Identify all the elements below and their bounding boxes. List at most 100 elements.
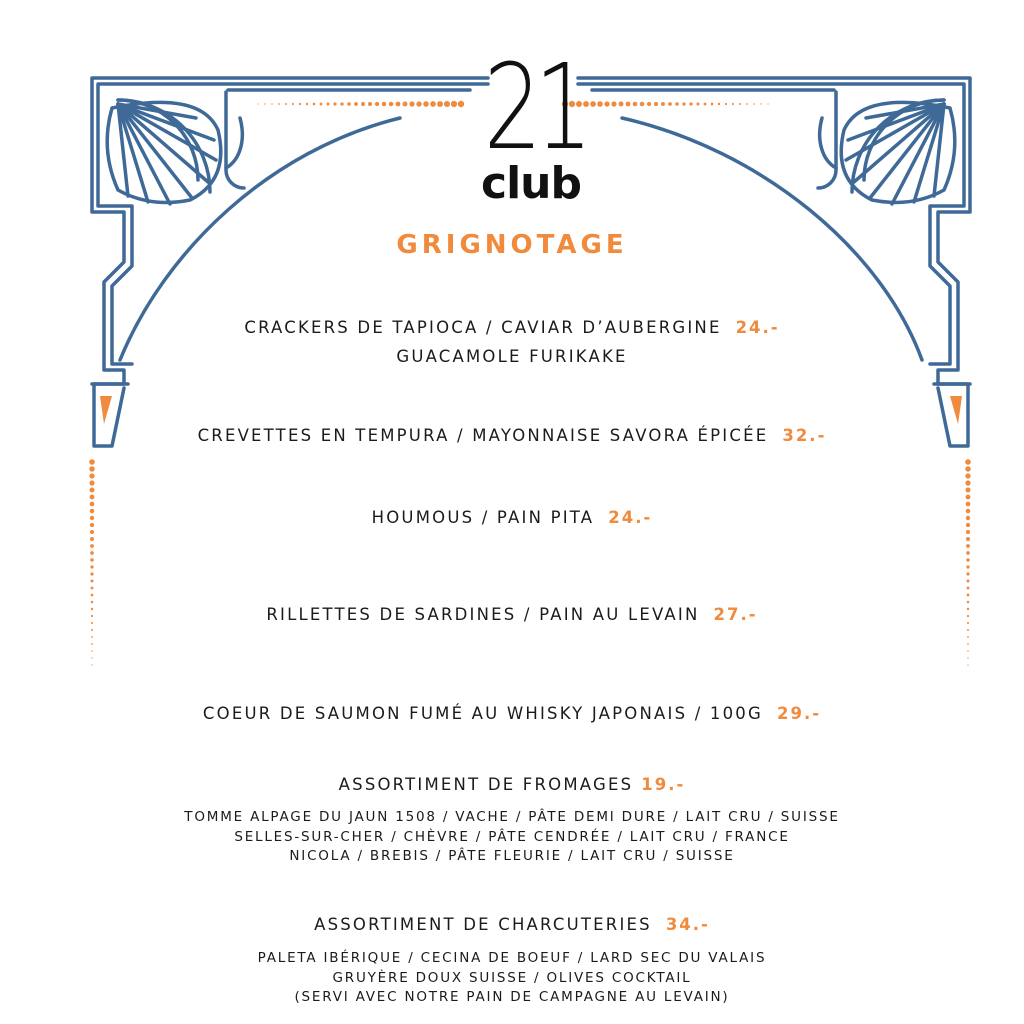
decor-dot	[965, 494, 971, 500]
decor-dot	[90, 579, 94, 583]
decor-dot	[710, 102, 714, 106]
decor-dot	[668, 102, 672, 106]
decor-dot	[675, 102, 679, 106]
details-line: TOMME ALPAGE DU JAUN 1508 / VACHE / PÂTE…	[184, 809, 840, 825]
left-orange-triangle	[100, 396, 112, 424]
decor-dot	[965, 480, 971, 486]
decor-dot	[437, 101, 443, 107]
section-title: GRIGNOTAGE	[396, 230, 628, 260]
decor-dot	[305, 102, 309, 106]
menu-item-crackers: CRACKERS DE TAPIOCA / CAVIAR D’AUBERGINE…	[0, 316, 1024, 369]
decor-dot	[89, 473, 95, 479]
decor-dot	[967, 643, 969, 645]
decor-dot	[89, 522, 95, 528]
decor-dot	[271, 103, 273, 105]
decor-dot	[965, 522, 971, 528]
decor-dot	[285, 103, 287, 105]
decor-dot	[967, 636, 969, 638]
decor-dot	[965, 508, 971, 514]
decor-dot	[361, 102, 365, 106]
fromages-details: TOMME ALPAGE DU JAUN 1508 / VACHE / PÂTE…	[0, 808, 1024, 867]
decor-dot	[278, 103, 280, 105]
decor-dot	[90, 593, 94, 597]
decor-dot	[583, 101, 589, 107]
decor-dot	[91, 650, 93, 652]
decor-dot	[91, 664, 93, 666]
decor-dot	[967, 664, 969, 666]
decor-dot	[739, 103, 741, 105]
decor-dot	[402, 101, 408, 107]
decor-dot	[416, 101, 422, 107]
decor-dot	[374, 101, 380, 107]
decor-dot	[661, 102, 665, 106]
decor-dot	[90, 544, 94, 548]
decor-dot	[966, 565, 970, 569]
decor-dot	[717, 102, 721, 106]
decor-dot	[395, 101, 401, 107]
decor-dot	[89, 515, 95, 521]
menu-item-crevettes: CREVETTES EN TEMPURA / MAYONNAISE SAVORA…	[0, 424, 1024, 448]
decor-dot	[568, 100, 576, 108]
decor-dot	[965, 515, 971, 521]
decor-dot	[967, 629, 969, 631]
decor-dot	[91, 629, 93, 631]
decor-dot	[367, 101, 373, 107]
decor-dot	[767, 103, 769, 105]
decor-dot	[89, 466, 95, 472]
decor-dot	[966, 614, 970, 618]
decor-dot	[965, 487, 971, 493]
charcuteries-details: PALETA IBÉRIQUE / CECINA DE BOEUF / LARD…	[0, 949, 1024, 1008]
decor-dot	[91, 657, 93, 659]
decor-dot	[354, 102, 358, 106]
menu-item-name: ASSORTIMENT DE CHARCUTERIES	[314, 915, 652, 934]
decor-dot	[257, 103, 259, 105]
decor-dot	[967, 657, 969, 659]
frame-left-corner	[90, 76, 490, 448]
decor-dot	[333, 102, 337, 106]
decor-dot	[89, 501, 95, 507]
decor-dot	[966, 621, 970, 625]
decor-dot	[753, 103, 755, 105]
decor-dot	[646, 101, 652, 107]
logo-number: 21	[483, 38, 593, 176]
menu-item-price: 19.-	[641, 775, 686, 794]
decor-dot	[89, 459, 95, 465]
menu-item-price: 24.-	[735, 318, 780, 337]
decor-dot	[965, 501, 971, 507]
decor-dot	[89, 480, 95, 486]
decor-dot	[89, 508, 95, 514]
decor-dot	[91, 643, 93, 645]
decor-dot	[326, 102, 330, 106]
details-line: (SERVI AVEC NOTRE PAIN DE CAMPAGNE AU LE…	[294, 989, 730, 1005]
decor-dot	[966, 551, 970, 555]
decor-dot	[966, 600, 970, 604]
menu-item-name: HOUMOUS / PAIN PITA	[371, 508, 595, 527]
decor-dot	[611, 101, 617, 107]
decor-dot	[575, 100, 583, 108]
decor-dot	[604, 101, 610, 107]
decor-dot	[90, 600, 94, 604]
decor-dot	[91, 636, 93, 638]
details-line: GRUYÈRE DOUX SUISSE / OLIVES COCKTAIL	[332, 969, 692, 986]
decor-dot	[966, 537, 970, 541]
details-line: SELLES-SUR-CHER / CHÈVRE / PÂTE CENDRÉE …	[234, 828, 790, 845]
decor-dot	[90, 558, 94, 562]
menu-item-name: COEUR DE SAUMON FUMÉ AU WHISKY JAPONAIS …	[202, 704, 763, 723]
decor-dot	[966, 607, 970, 611]
decor-dot	[965, 529, 971, 535]
decor-dot	[965, 466, 971, 472]
decor-dot	[90, 621, 94, 625]
decor-dot	[90, 586, 94, 590]
menu-item-price: 32.-	[782, 426, 827, 445]
decor-dot	[965, 459, 971, 465]
decor-dot	[966, 593, 970, 597]
decor-dot	[90, 551, 94, 555]
decor-dot	[298, 102, 302, 106]
decor-dot	[90, 572, 94, 576]
decor-dot	[703, 102, 707, 106]
decor-dot	[443, 100, 451, 108]
